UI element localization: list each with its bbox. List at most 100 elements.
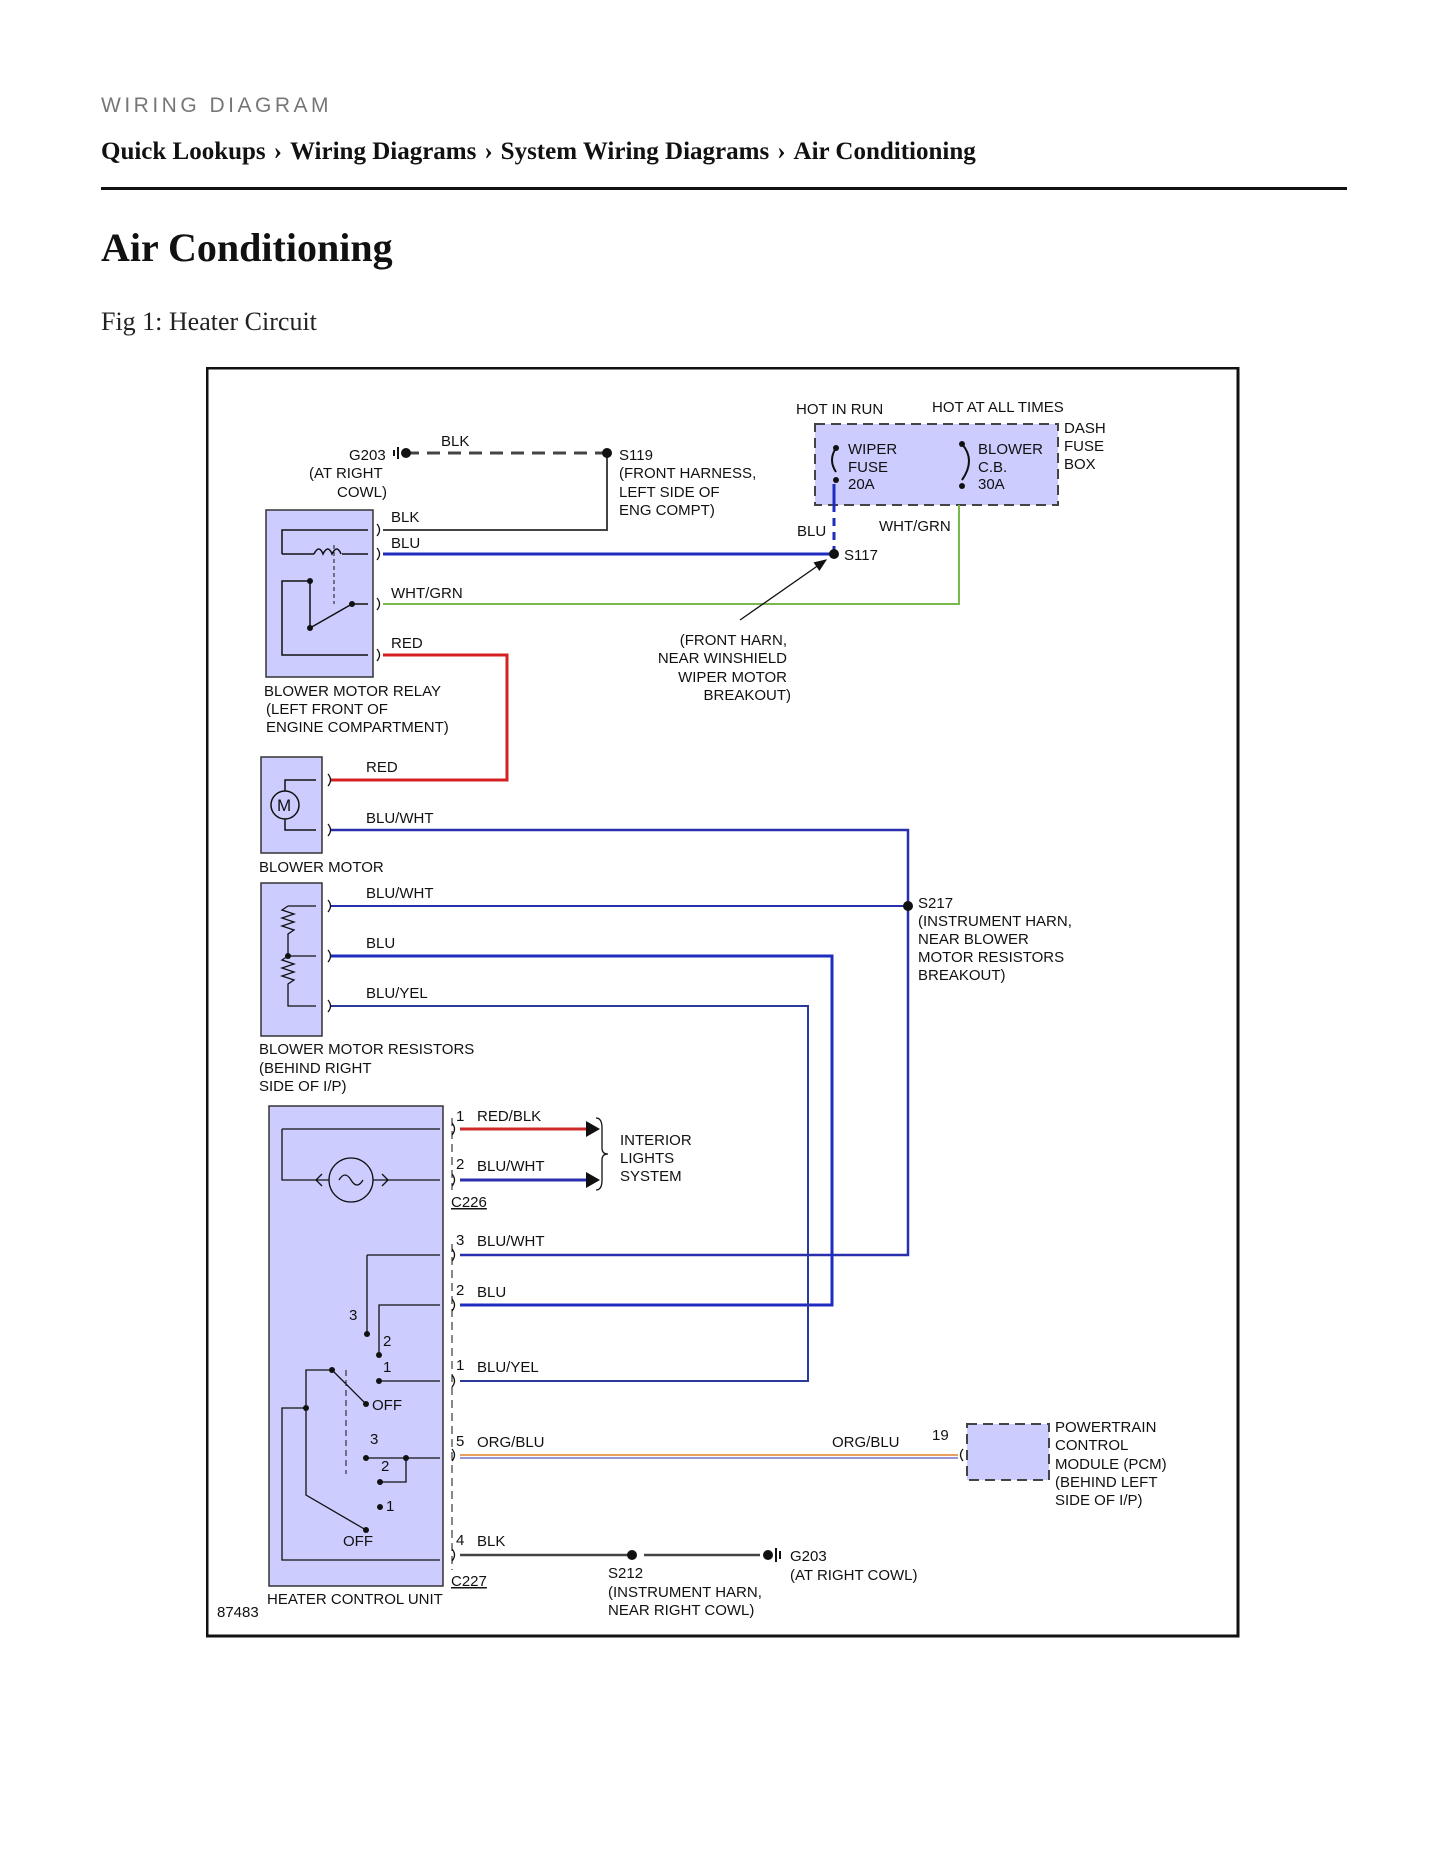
breadcrumb-separator: › [777, 138, 786, 165]
wire-label: BLU/WHT [366, 810, 434, 827]
motor-symbol: M [277, 796, 291, 815]
s117-note-arrow [739, 559, 828, 621]
g203-top-label: (AT RIGHT [309, 465, 383, 482]
breadcrumb-separator: › [484, 138, 493, 165]
s212-label: S212 [608, 1565, 643, 1582]
wiper-fuse-label: 20A [848, 476, 875, 493]
switch2-position-3: 3 [370, 1431, 378, 1448]
switch1-position-3: 3 [349, 1307, 357, 1324]
hot-at-all-times-label: HOT AT ALL TIMES [932, 399, 1064, 416]
wire-wht-grn [383, 505, 960, 605]
figure-number: 87483 [217, 1604, 259, 1621]
breadcrumb-item-quick-lookups[interactable]: Quick Lookups [101, 138, 266, 165]
wire-label: ORG/BLU [832, 1434, 900, 1451]
pin-c227-4: 4 [456, 1532, 464, 1549]
g203-bottom-label: G203 [790, 1548, 827, 1565]
splice-s119 [602, 448, 612, 458]
breadcrumb-item-wiring-diagrams[interactable]: Wiring Diagrams [290, 138, 477, 165]
wire-label: BLU [797, 523, 826, 540]
splice-s117 [829, 549, 839, 559]
pin-c227-3: 3 [456, 1232, 464, 1249]
blower-motor-label: BLOWER MOTOR [259, 859, 384, 876]
blower-motor: M [260, 756, 323, 854]
blower-motor-relay-label: BLOWER MOTOR RELAY [264, 683, 441, 700]
wire-label: BLU/WHT [477, 1158, 545, 1175]
wire-label: RED [391, 635, 423, 652]
pcm [966, 1423, 1050, 1481]
wire-label: BLK [477, 1533, 505, 1550]
s117-note: BREAKOUT) [703, 687, 791, 704]
wire-label: BLU/WHT [477, 1233, 545, 1250]
interior-lights-label: INTERIOR [620, 1132, 692, 1149]
pcm-label: POWERTRAIN [1055, 1419, 1156, 1436]
switch2-position-2: 2 [381, 1458, 389, 1475]
heater-control-unit [268, 1105, 444, 1587]
wire-label: BLU/YEL [477, 1359, 539, 1376]
breadcrumb-separator: › [273, 138, 282, 165]
g203-bottom-label: (AT RIGHT COWL) [790, 1567, 918, 1584]
s117-note: (FRONT HARN, [680, 632, 787, 649]
dash-fuse-box: DASH FUSE BOX WIPER FUSE 20A BLOWER C.B.… [814, 420, 1106, 506]
switch2-position-1: 1 [386, 1498, 394, 1515]
interior-lights-label: SYSTEM [620, 1168, 682, 1185]
switch1-position-1: 1 [383, 1359, 391, 1376]
pin-c227-5: 5 [456, 1433, 464, 1450]
s212-label: (INSTRUMENT HARN, [608, 1584, 762, 1601]
wire-label: BLU [366, 935, 395, 952]
s217-label: S217 [918, 895, 953, 912]
splice-s212 [627, 1550, 637, 1560]
pin-c226-1: 1 [456, 1108, 464, 1125]
diagram-frame [206, 367, 1240, 1638]
blower-motor-resistors-label: SIDE OF I/P) [259, 1078, 347, 1095]
s217-label: MOTOR RESISTORS [918, 949, 1064, 966]
switch2-position-off: OFF [343, 1533, 373, 1550]
wire-label: RED [366, 759, 398, 776]
blower-cb-label: C.B. [978, 459, 1007, 476]
wire-label: RED/BLK [477, 1108, 541, 1125]
wiring-diagram: DASH FUSE BOX WIPER FUSE 20A BLOWER C.B.… [206, 367, 1240, 1638]
dash-fuse-box-label: FUSE [1064, 438, 1104, 455]
s119-label: (FRONT HARNESS, [619, 465, 756, 482]
wiper-fuse-label: WIPER [848, 441, 897, 458]
pcm-label: CONTROL [1055, 1437, 1128, 1454]
connector-cavities [327, 523, 964, 1562]
blower-motor-resistors-label: BLOWER MOTOR RESISTORS [259, 1041, 474, 1058]
pin-c227-2: 2 [456, 1282, 464, 1299]
wire-label: BLK [391, 509, 419, 526]
document-type-label: WIRING DIAGRAM [101, 94, 332, 117]
blower-cb-label: BLOWER [978, 441, 1043, 458]
pcm-pin-label: 19 [932, 1427, 949, 1444]
blower-motor-resistors [260, 882, 323, 1037]
wiper-fuse-label: FUSE [848, 459, 888, 476]
dash-fuse-box-label: BOX [1064, 456, 1096, 473]
breadcrumb-item-system-wiring-diagrams[interactable]: System Wiring Diagrams [500, 138, 770, 165]
pcm-label: (BEHIND LEFT [1055, 1474, 1158, 1491]
page-title: Air Conditioning [101, 225, 393, 270]
s117-label: S117 [844, 547, 878, 564]
wire-label: BLU/WHT [366, 885, 434, 902]
s117-note: NEAR WINSHIELD [658, 650, 787, 667]
blower-motor-resistors-label: (BEHIND RIGHT [259, 1060, 372, 1077]
dash-fuse-box-label: DASH [1064, 420, 1106, 437]
hot-in-run-label: HOT IN RUN [796, 401, 883, 418]
c227-label: C227 [451, 1573, 487, 1590]
wire-label: BLU [391, 535, 420, 552]
pin-c226-2: 2 [456, 1156, 464, 1173]
blower-motor-relay [265, 509, 374, 678]
interior-lights-brace [595, 1117, 609, 1191]
wire-label: ORG/BLU [477, 1434, 545, 1451]
c226-label: C226 [451, 1194, 487, 1211]
s119-label: ENG COMPT) [619, 502, 715, 519]
switch1-position-off: OFF [372, 1397, 402, 1414]
header-divider [101, 187, 1347, 190]
pcm-label: MODULE (PCM) [1055, 1456, 1167, 1473]
wire-label: BLU/YEL [366, 985, 428, 1002]
s217-label: BREAKOUT) [918, 967, 1006, 984]
g203-top-label: G203 [349, 447, 386, 464]
wire-blu-res [330, 954, 834, 1307]
wire-blu-wht-motor [330, 828, 910, 1257]
wire-blk-relay [383, 453, 608, 531]
breadcrumb-item-air-conditioning[interactable]: Air Conditioning [793, 138, 976, 165]
interior-lights-arrow [586, 1121, 600, 1188]
